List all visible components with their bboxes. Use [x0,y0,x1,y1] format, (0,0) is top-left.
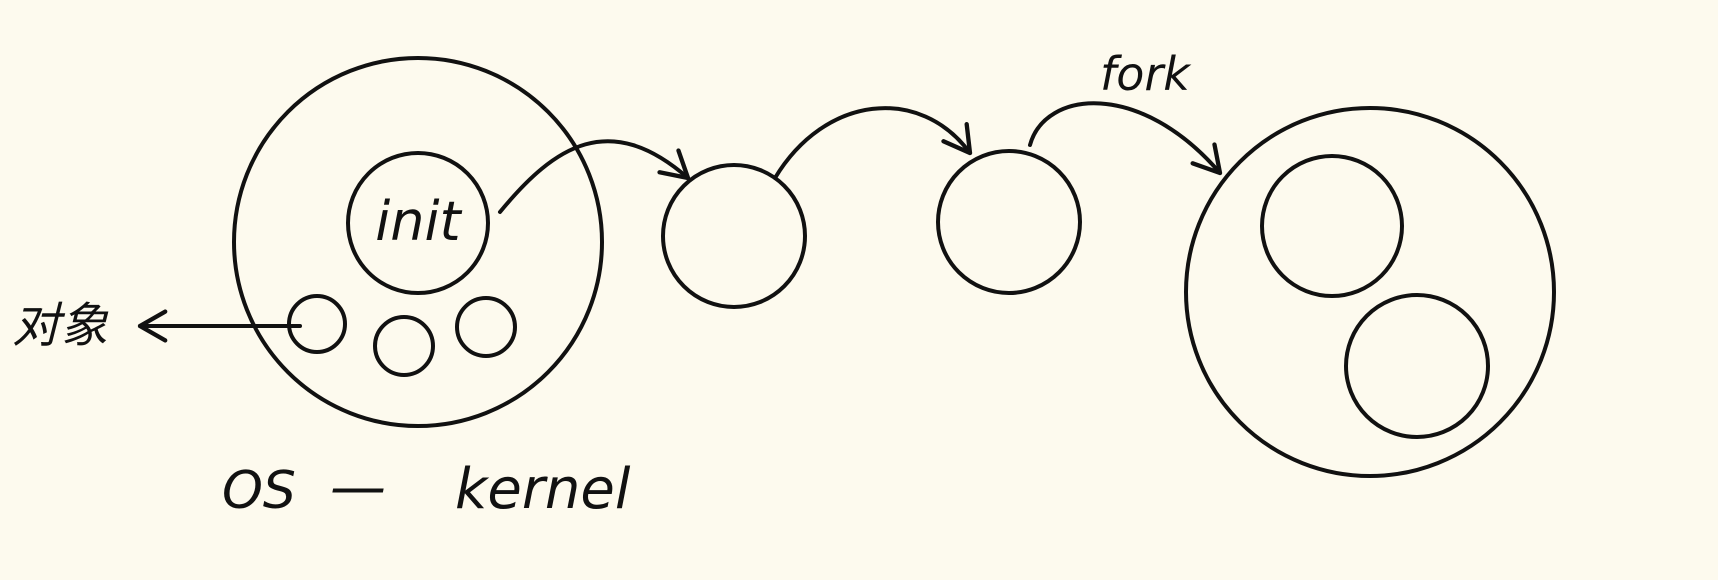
process-circle-2 [936,149,1082,295]
arrow-process-2-to-forked [1028,101,1223,176]
forked-child-circle-1 [1260,154,1404,298]
init-circle [346,151,490,295]
object-circle-3 [455,296,517,358]
dash-label: — [330,455,386,520]
fork-label: fork [1100,47,1192,101]
arrow-init-to-process-1 [498,139,691,214]
kernel-label: kernel [455,457,631,522]
forked-child-circle-2 [1344,293,1490,439]
arrow-process-1-to-process-2 [773,106,973,180]
kernel-circle [232,56,604,428]
init-label: init [375,190,462,253]
object-circle-2 [373,315,435,377]
os-label: OS [222,461,296,521]
object-label: 对象 [12,298,109,354]
forked-process-circle [1184,106,1556,478]
process-circle-1 [661,163,807,309]
